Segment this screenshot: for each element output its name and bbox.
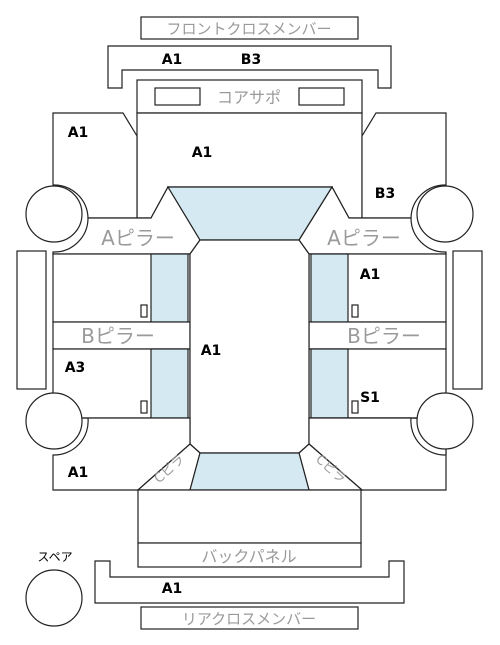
b-pillar-left-label: Bピラー xyxy=(81,324,155,348)
b-pillar-right-label: Bピラー xyxy=(347,324,421,348)
front-right-window xyxy=(310,253,349,323)
a-pillar-right-label: Aピラー xyxy=(327,226,401,250)
grade-roof: A1 xyxy=(201,343,222,359)
rear-left-door-handle xyxy=(140,400,148,414)
front-cross-member-label: フロントクロスメンバー xyxy=(166,20,331,38)
spare-tire xyxy=(25,569,83,627)
grade-front-cross-member-left: A1 xyxy=(162,52,183,68)
spare-label: スペア xyxy=(37,550,72,564)
rear-bracket xyxy=(94,560,405,604)
grade-front-right-door: A1 xyxy=(360,267,381,283)
front-left-tire xyxy=(25,185,83,243)
rear-right-window xyxy=(310,348,349,419)
rear-cross-member-label: リアクロスメンバー xyxy=(182,610,316,628)
grade-rear-left-quarter: A1 xyxy=(68,465,89,481)
rear-cross-member-box xyxy=(140,606,359,630)
front-left-door-handle xyxy=(140,304,148,318)
back-panel-box xyxy=(137,542,362,568)
headlight-right xyxy=(298,87,345,106)
back-panel-label: バックパネル xyxy=(201,547,296,566)
front-left-window xyxy=(150,253,189,323)
core-support-label: コアサポ xyxy=(217,88,281,107)
rear-left-tire xyxy=(25,392,83,450)
grade-hood: A1 xyxy=(192,145,213,161)
grade-front-left-fender: A1 xyxy=(68,125,89,141)
rear-right-quarter xyxy=(308,417,447,491)
a-pillar-left-label: Aピラー xyxy=(101,226,175,250)
right-side-sill xyxy=(452,250,483,390)
rear-window xyxy=(189,452,310,491)
rear-right-door-handle xyxy=(351,400,359,414)
grade-rear-left-door: A3 xyxy=(65,360,86,376)
left-side-sill xyxy=(16,250,47,390)
grade-rear-right-door: S1 xyxy=(360,390,380,406)
grade-front-cross-member-right: B3 xyxy=(241,52,261,68)
front-bracket xyxy=(107,45,392,89)
rear-left-window xyxy=(150,348,189,419)
trunk-lid xyxy=(137,489,362,544)
grade-rear-cross-member: A1 xyxy=(162,581,183,597)
grade-front-right-fender: B3 xyxy=(375,186,395,202)
headlight-left xyxy=(154,87,201,106)
b-pillar-left xyxy=(52,321,191,350)
rear-right-tire xyxy=(416,392,474,450)
front-right-door-handle xyxy=(351,304,359,318)
rear-left-quarter xyxy=(52,417,191,491)
front-right-tire xyxy=(416,185,474,243)
b-pillar-right xyxy=(308,321,447,350)
front-cross-member-box xyxy=(140,16,359,40)
